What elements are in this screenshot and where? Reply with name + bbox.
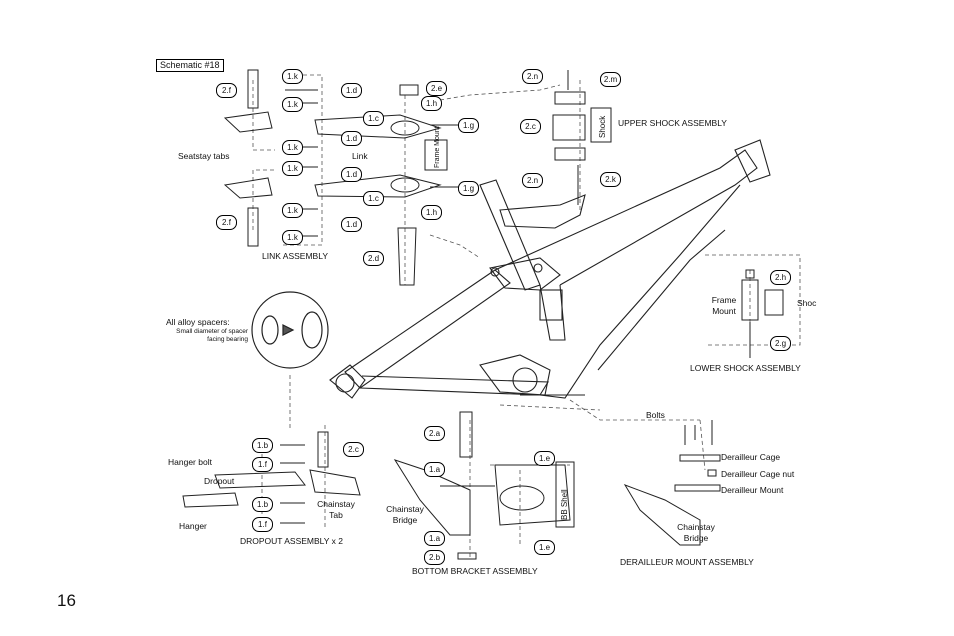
spacer-detail: [251, 291, 329, 369]
lower-shock-label: Shoc: [797, 298, 817, 308]
spacers-title: All alloy spacers:: [166, 317, 230, 327]
dropout-assembly-heading: DROPOUT ASSEMBLY x 2: [240, 536, 343, 546]
callout-tag: 1.g: [458, 118, 479, 133]
callout-tag: 1.a: [424, 462, 445, 477]
callout-tag: 2.g: [770, 336, 791, 351]
derailleur-cage-label: Derailleur Cage: [721, 452, 781, 462]
derailleur-cage-nut-label: Derailleur Cage nut: [721, 469, 795, 479]
callout-tag: 1.e: [534, 540, 555, 555]
chainstay-tab-label: Chainstay Tab: [317, 499, 355, 521]
lower-shock-assembly-heading: LOWER SHOCK ASSEMBLY: [690, 363, 801, 373]
seatstay-tabs-label: Seatstay tabs: [178, 151, 230, 161]
frame-mount-vertical-label: Frame Mount: [434, 126, 441, 168]
callout-tag: 1.d: [341, 83, 362, 98]
upper-shock-assembly-heading: UPPER SHOCK ASSEMBLY: [618, 118, 727, 128]
hanger-bolt-label: Hanger bolt: [168, 457, 212, 467]
callout-tag: 1.d: [341, 131, 362, 146]
bolts-label: Bolts: [646, 410, 665, 420]
derailleur-mount-assembly-heading: DERAILLEUR MOUNT ASSEMBLY: [620, 557, 754, 567]
callout-tag: 2.n: [522, 173, 543, 188]
callout-tag: 1.e: [534, 451, 555, 466]
callout-tag: 2.c: [520, 119, 541, 134]
schematic-title: Schematic #18: [156, 59, 224, 72]
link-assembly-heading: LINK ASSEMBLY: [262, 251, 328, 261]
bb-chainstay-bridge-label: Chainstay Bridge: [386, 504, 424, 526]
bike-frame: [329, 139, 771, 399]
callout-tag: 2.f: [216, 83, 237, 98]
callout-tag: 1.g: [458, 181, 479, 196]
callout-tag: 2.a: [424, 426, 445, 441]
callout-tag: 1.d: [341, 167, 362, 182]
callout-tag: 2.f: [216, 215, 237, 230]
callout-tag: 2.n: [522, 69, 543, 84]
callout-tag: 1.k: [282, 230, 303, 245]
page-number: 16: [57, 591, 76, 610]
callout-tag: 1.h: [421, 205, 442, 220]
spacers-note: Small diameter of spacer facing bearing: [176, 328, 248, 344]
callout-tag: 2.d: [363, 251, 384, 266]
callout-tag: 2.k: [600, 172, 621, 187]
callout-tag: 1.c: [363, 191, 384, 206]
callout-tag: 1.h: [421, 96, 442, 111]
callout-tag: 1.b: [252, 438, 273, 453]
callout-tag: 2.c: [343, 442, 364, 457]
callout-tag: 2.e: [426, 81, 447, 96]
callout-tag: 1.f: [252, 457, 273, 472]
callout-tag: 1.k: [282, 203, 303, 218]
callout-tag: 1.a: [424, 531, 445, 546]
callout-tag: 2.h: [770, 270, 791, 285]
dm-chainstay-bridge-label: Chainstay Bridge: [677, 522, 715, 544]
bb-shell-label: BB Shell: [560, 489, 569, 520]
derailleur-mount-label: Derailleur Mount: [721, 485, 784, 495]
callout-tag: 1.c: [363, 111, 384, 126]
hanger-label: Hanger: [179, 521, 207, 531]
callout-tag: 1.k: [282, 69, 303, 84]
link-label: Link: [352, 151, 368, 161]
callout-tag: 2.b: [424, 550, 445, 565]
dropout-label: Dropout: [204, 476, 235, 486]
callout-tag: 1.k: [282, 161, 303, 176]
upper-shock-label: Shock: [598, 115, 607, 138]
callout-tag: 1.f: [252, 517, 273, 532]
callout-tag: 1.k: [282, 140, 303, 155]
callout-tag: 2.m: [600, 72, 621, 87]
callout-tag: 1.b: [252, 497, 273, 512]
callout-tag: 1.d: [341, 217, 362, 232]
callout-tag: 1.k: [282, 97, 303, 112]
frame-mount-label: Frame Mount: [711, 295, 737, 317]
bottom-bracket-assembly-heading: BOTTOM BRACKET ASSEMBLY: [412, 566, 538, 576]
